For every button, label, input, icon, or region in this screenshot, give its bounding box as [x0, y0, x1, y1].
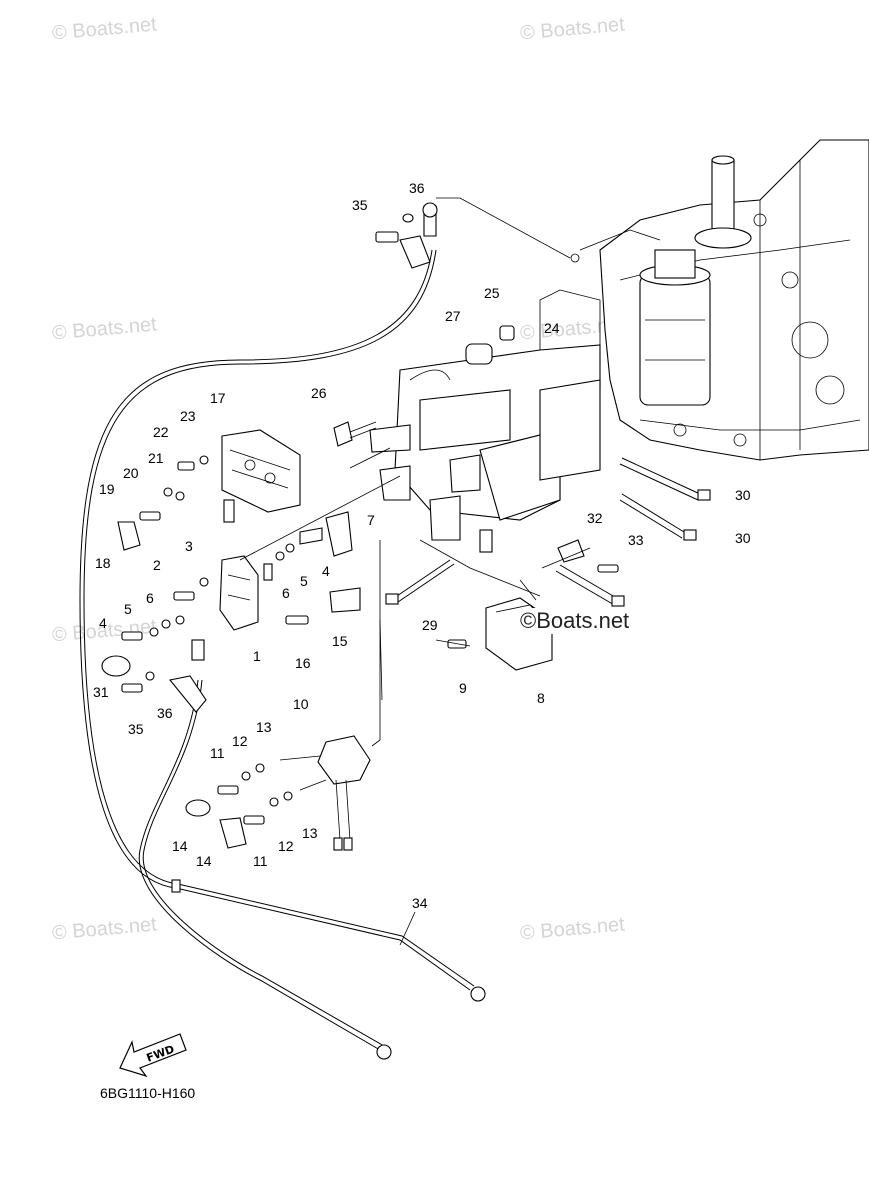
bracket-bolts: [333, 325, 515, 447]
part-label: 10: [293, 696, 309, 712]
starter-relay: [185, 735, 371, 851]
part-label: 15: [332, 633, 348, 649]
cable-ties: [385, 457, 711, 607]
part-label: 30: [735, 487, 751, 503]
part-label: 35: [352, 197, 368, 213]
part-label: 16: [295, 655, 311, 671]
electrical-bracket: [369, 289, 601, 553]
upper-terminal: [375, 197, 571, 269]
part-label: 22: [153, 424, 169, 440]
part-label: 4: [99, 615, 107, 631]
battery-cable: [79, 249, 486, 1060]
part-label: 14: [172, 838, 188, 854]
diagram-code: 6BG1110-H160: [100, 1085, 196, 1101]
part-label: 11: [253, 853, 268, 869]
part-label: 24: [544, 320, 560, 336]
fwd-arrow-icon: FWD: [119, 1033, 187, 1078]
watermark-strong: ©Boats.net: [520, 608, 630, 634]
part-label: 29: [422, 617, 438, 633]
part-label: 8: [537, 690, 545, 706]
part-label: 9: [459, 680, 467, 696]
part-label: 25: [484, 285, 500, 301]
part-label: 23: [180, 408, 196, 424]
part-label: 7: [367, 512, 375, 528]
part-label: 26: [311, 385, 327, 401]
part-label: 20: [123, 465, 139, 481]
part-label: 2: [153, 557, 161, 573]
part-label: 35: [128, 721, 144, 737]
part-label: 13: [302, 825, 318, 841]
part-label: 36: [157, 705, 173, 721]
cdi-unit: [221, 429, 301, 523]
part-label: 27: [445, 308, 461, 324]
part-label: 13: [256, 719, 272, 735]
part-label: 31: [93, 684, 109, 700]
leader-lines: [239, 447, 591, 747]
part-label: 19: [99, 481, 115, 497]
relay-unit: [219, 555, 259, 631]
part-label: 36: [409, 180, 425, 196]
part-label: 5: [300, 573, 308, 589]
part-label: 5: [124, 601, 132, 617]
part-label: 14: [196, 853, 212, 869]
part-label: 21: [148, 450, 164, 466]
part-label: 3: [185, 538, 193, 554]
part-label: 32: [587, 510, 603, 526]
part-label: 33: [628, 532, 644, 548]
part-label: 6: [282, 585, 290, 601]
part-label: 12: [232, 733, 248, 749]
part-label: 12: [278, 838, 294, 854]
part-label: 11: [210, 745, 225, 761]
small-hardware: [101, 455, 361, 713]
part-label: 18: [95, 555, 111, 571]
part-label: 1: [253, 648, 261, 664]
engine-block: [570, 139, 869, 461]
part-label: 30: [735, 530, 751, 546]
part-label: 17: [210, 390, 226, 406]
part-label: 6: [146, 590, 154, 606]
part-label: 34: [412, 895, 428, 911]
part-label: 4: [322, 563, 330, 579]
